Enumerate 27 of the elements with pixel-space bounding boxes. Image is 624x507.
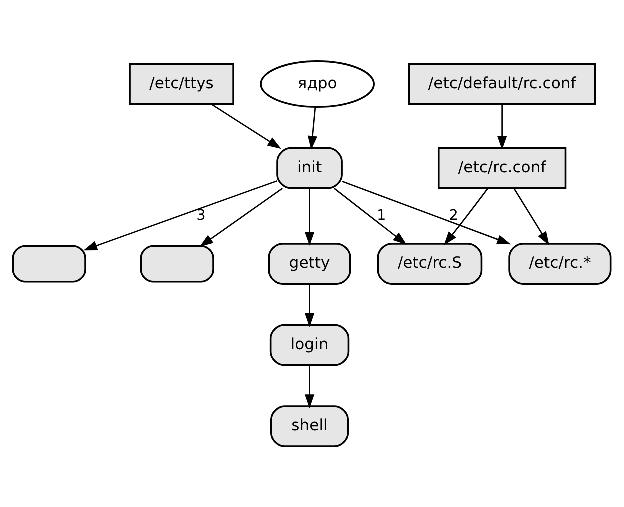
arrow bbox=[84, 180, 278, 250]
node-box: /etc/rc.* bbox=[508, 242, 612, 284]
edge-label: 3 bbox=[196, 207, 206, 224]
arrow bbox=[211, 103, 282, 149]
arrow bbox=[304, 188, 315, 246]
arrow bbox=[304, 284, 315, 327]
node-box: init bbox=[276, 146, 343, 189]
edge-label: 2 bbox=[449, 207, 459, 224]
node-ellipse: ядро bbox=[260, 60, 376, 108]
node-box: /etc/ttys bbox=[129, 62, 234, 105]
node-box: login bbox=[270, 324, 350, 366]
arrow bbox=[334, 188, 407, 245]
arrow bbox=[342, 180, 512, 244]
edge-label: 1 bbox=[376, 207, 386, 224]
arrow bbox=[304, 365, 315, 408]
node-box bbox=[12, 244, 86, 282]
arrow bbox=[200, 188, 284, 247]
node-box: /etc/rc.conf bbox=[438, 146, 567, 189]
arrow bbox=[514, 188, 550, 246]
node-box: getty bbox=[268, 242, 352, 284]
node-box bbox=[140, 244, 214, 282]
node-box: shell bbox=[270, 405, 350, 447]
node-box: /etc/default/rc.conf bbox=[408, 62, 596, 105]
arrow bbox=[308, 106, 318, 150]
arrow bbox=[444, 188, 488, 246]
node-box: /etc/rc.S bbox=[377, 242, 483, 284]
arrow bbox=[497, 104, 508, 150]
